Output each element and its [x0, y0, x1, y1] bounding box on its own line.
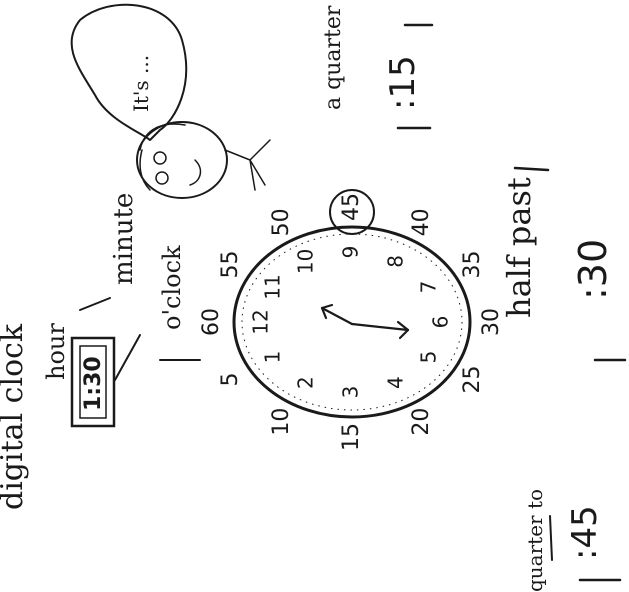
oclock-label: o'clock — [158, 245, 186, 330]
speech-bubble — [70, 3, 188, 141]
hour-number-5: 5 — [416, 351, 440, 364]
hour-numbers: 12 12 3 45 6 78 9 10 11 — [249, 246, 453, 399]
quarter-past-label: a quarter past — [321, 0, 346, 110]
hair — [139, 123, 186, 191]
hour-number-9: 9 — [339, 246, 363, 259]
minute-mark-20: 20 — [409, 408, 434, 436]
hour-number-11: 11 — [261, 274, 285, 299]
hour-number-4: 4 — [384, 376, 408, 389]
minute-mark-25: 25 — [460, 366, 485, 394]
quarter-to-label: quarter to — [523, 489, 547, 592]
quarter-past-label-group: a quarter past — [321, 0, 346, 110]
speech-bubble-text: It's ... — [129, 55, 153, 112]
hour-label-group: hour — [42, 323, 70, 380]
minute-mark-15: 15 — [339, 423, 364, 451]
minute-mark-50: 50 — [269, 208, 294, 236]
hour-hand — [320, 306, 354, 326]
half-past-label: half past — [500, 177, 538, 318]
digital-display-inner — [79, 345, 107, 419]
hour-label: hour — [42, 323, 70, 380]
half-past-label-group: half past — [500, 177, 538, 318]
hour-number-6: 6 — [429, 316, 453, 329]
hour-number-1: 1 — [261, 351, 285, 364]
right-eye — [155, 171, 169, 185]
digital-display: 1:30 — [70, 336, 116, 428]
clock-tick-ring — [241, 233, 463, 411]
digital-clock-label-group: digital clock — [0, 323, 30, 510]
half-past-time: :30 — [571, 239, 615, 300]
minute-mark-30: 30 — [479, 308, 504, 336]
digital-clock-label: digital clock — [0, 323, 30, 510]
minute-mark-60: 60 — [199, 308, 224, 336]
minute-mark-10: 10 — [269, 408, 294, 436]
hour-number-3: 3 — [339, 386, 363, 399]
quarter-to-time-group: :45 — [565, 505, 605, 560]
quarter-past-time-group: :15 — [383, 55, 423, 110]
left-eye — [153, 151, 167, 165]
hour-number-2: 2 — [294, 376, 318, 389]
hour-pointer-line — [79, 297, 111, 311]
quarter-past-time: :15 — [383, 55, 423, 110]
minute-hand-arrow — [396, 320, 410, 340]
minute-mark-55: 55 — [218, 251, 243, 279]
thinking-figure: It's ... — [70, 3, 271, 199]
hour-number-8: 8 — [384, 255, 408, 268]
face-outline — [136, 121, 228, 199]
hour-hand-arrow — [320, 303, 334, 320]
minute-mark-5: 5 — [218, 373, 243, 387]
hour-number-10: 10 — [294, 249, 318, 274]
minute-label: minute — [109, 193, 139, 285]
oclock-label-group: o'clock — [158, 245, 186, 330]
highlighted-minute-circle — [329, 189, 375, 235]
half-past-dash-a — [513, 166, 550, 172]
neck-lines — [224, 139, 271, 191]
half-past-time-group: :30 — [571, 239, 615, 300]
digital-display-time: 1:30 — [81, 356, 106, 411]
minute-mark-35: 35 — [460, 251, 485, 279]
minute-mark-45: 45 — [339, 193, 364, 221]
quarter-to-time: :45 — [565, 505, 605, 560]
quarter-to-underline — [549, 515, 553, 561]
clock-face — [232, 225, 472, 419]
minute-label-group: minute — [109, 193, 139, 285]
hour-number-12: 12 — [249, 309, 273, 334]
digital-display-box — [70, 336, 116, 428]
minute-mark-40: 40 — [409, 208, 434, 236]
mouth — [189, 159, 202, 186]
minute-hand — [350, 322, 410, 332]
hour-number-7: 7 — [416, 281, 440, 294]
minute-pointer-line — [114, 334, 141, 381]
quarter-to-label-group: quarter to — [523, 489, 547, 592]
